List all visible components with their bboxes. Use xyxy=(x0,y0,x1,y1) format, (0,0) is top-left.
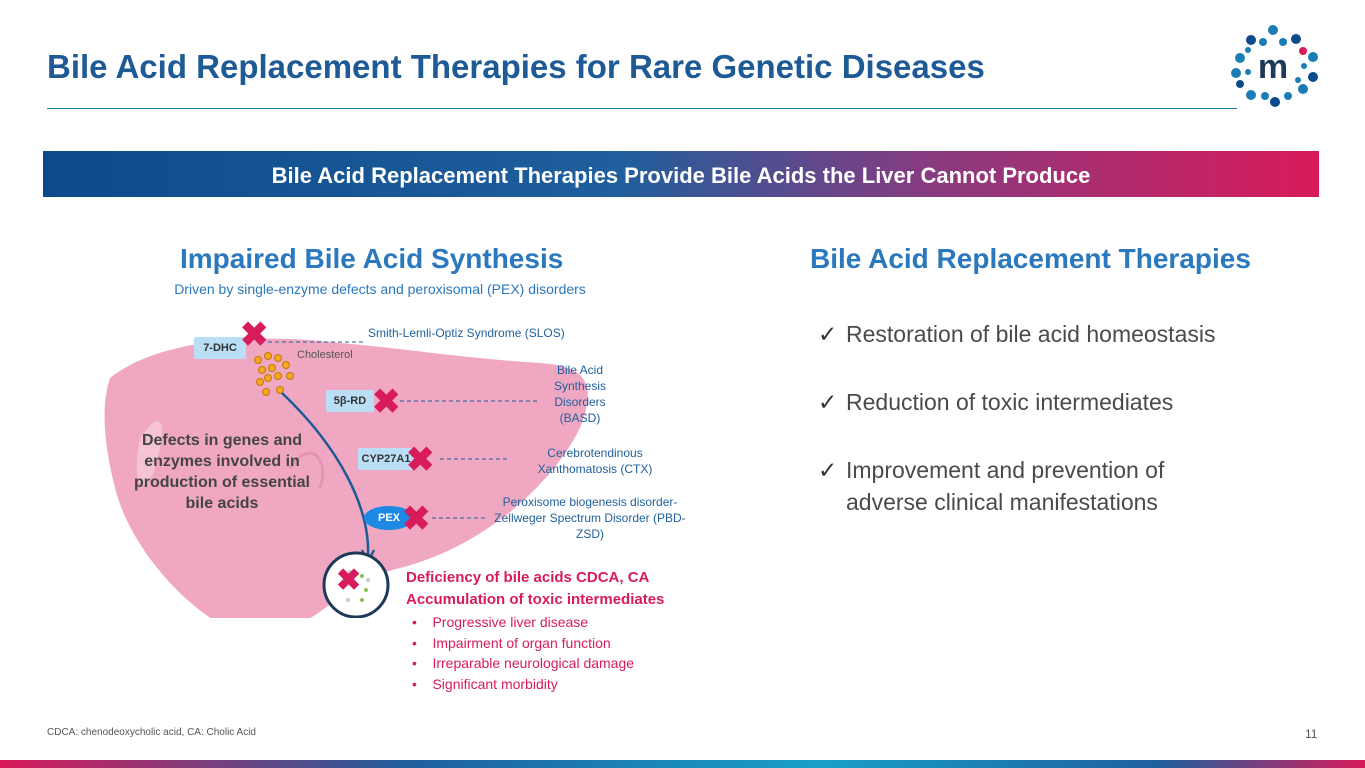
disorder-pbd-zsd: Peroxisome biogenesis disorder-Zellweger… xyxy=(494,495,686,541)
cholesterol-icon xyxy=(254,352,294,396)
deficiency-line-2: Accumulation of toxic intermediates xyxy=(406,591,665,608)
enzyme-box-5brd: 5β-RD xyxy=(326,390,374,412)
enzyme-box-cyp27a1: CYP27A1 xyxy=(358,448,414,470)
x-icon: ✖ xyxy=(402,500,431,538)
benefit-item: ✓Restoration of bile acid homeostasis xyxy=(818,318,1215,350)
x-icon: ✖ xyxy=(372,383,401,421)
footnote: CDCA: chenodeoxycholic acid, CA: Cholic … xyxy=(47,727,256,738)
page-number: 11 xyxy=(1305,727,1318,741)
cholesterol-label: Cholesterol xyxy=(297,349,353,361)
right-heading: Bile Acid Replacement Therapies xyxy=(810,243,1251,274)
disorder-ctx: Cerebrotendinous Xanthomatosis (CTX) xyxy=(537,446,653,476)
liver-text: Defects in genes and enzymes involved in… xyxy=(133,432,310,512)
slide-title: Bile Acid Replacement Therapies for Rare… xyxy=(47,48,985,85)
list-item: • Progressive liver disease xyxy=(412,614,589,630)
list-item: • Impairment of organ function xyxy=(412,634,611,651)
x-icon: ✖ xyxy=(336,564,362,597)
enzyme-box-pex: PEX xyxy=(364,506,414,530)
left-subheading: Driven by single-enzyme defects and pero… xyxy=(174,281,586,297)
consequence-list: • Progressive liver disease • Impairment… xyxy=(412,612,634,694)
banner: Bile Acid Replacement Therapies Provide … xyxy=(43,151,1319,197)
liver-illustration xyxy=(104,338,588,618)
list-item: • Irreparable neurological damage xyxy=(412,655,635,671)
deficiency-line-1: Deficiency of bile acids CDCA, CA xyxy=(406,569,650,586)
footer-stripe xyxy=(0,760,1365,768)
x-icon: ✖ xyxy=(240,316,269,354)
title-divider xyxy=(47,108,1237,109)
check-icon: ✓ xyxy=(818,389,838,415)
benefit-item: ✓Improvement and prevention of adverse c… xyxy=(818,454,1238,518)
list-item: • Significant morbidity xyxy=(412,675,558,692)
disorder-basd: Bile Acid Synthesis Disorders (BASD) xyxy=(553,363,607,425)
enzyme-box-7dhc: 7-DHC xyxy=(194,337,246,359)
x-icon: ✖ xyxy=(406,441,435,479)
left-heading: Impaired Bile Acid Synthesis xyxy=(180,243,564,274)
disorder-slos: Smith-Lemli-Optiz Syndrome (SLOS) xyxy=(368,326,565,340)
cell-icon xyxy=(322,551,390,618)
check-icon: ✓ xyxy=(818,457,838,483)
svg-text:m: m xyxy=(1258,48,1288,86)
company-logo: m xyxy=(1231,25,1318,107)
check-icon: ✓ xyxy=(818,321,838,347)
benefit-item: ✓Reduction of toxic intermediates xyxy=(818,386,1173,418)
